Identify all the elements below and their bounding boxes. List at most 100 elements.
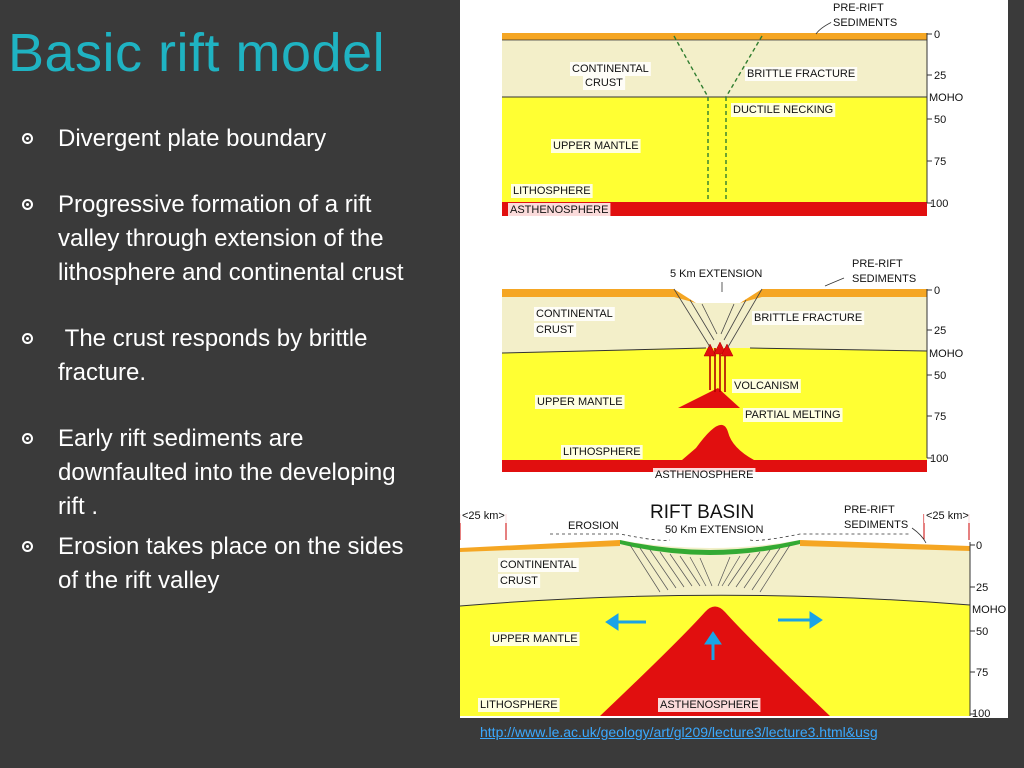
rift-model-diagram: PRE-RIFT SEDIMENTS CONTINENTAL CRUST BRI… <box>460 0 1008 718</box>
asthenosphere-layer <box>502 460 927 472</box>
label-box <box>534 323 577 337</box>
label-box <box>508 203 611 217</box>
panel-5km-extension: 5 Km EXTENSION PRE-RIFT SEDIMENTS CONTIN… <box>501 257 964 482</box>
label-continental: CONTINENTAL <box>536 308 613 320</box>
label-left-width: <25 km> <box>462 510 505 522</box>
bullet-text: Divergent plate boundary <box>58 125 327 152</box>
depth-scale <box>926 33 932 204</box>
label-brittle-fracture: BRITTLE FRACTURE <box>747 68 855 80</box>
tick-label: 75 <box>934 411 946 423</box>
bullet-list: Divergent plate boundary Progressive for… <box>14 122 414 630</box>
label-continental: CONTINENTAL <box>500 559 577 571</box>
label-box <box>566 519 621 533</box>
fault-lines <box>629 544 791 593</box>
asthenosphere-bulge <box>682 424 754 460</box>
label-box <box>732 379 801 393</box>
bullet-circle-icon <box>22 133 33 144</box>
label-box <box>534 307 615 321</box>
rift-sediment-fill <box>620 540 800 555</box>
label-lithosphere: LITHOSPHERE <box>480 699 558 711</box>
erosion-dashes <box>550 533 910 541</box>
label-box <box>658 698 761 712</box>
label-asthenosphere: ASTHENOSPHERE <box>655 469 753 481</box>
label-pre-rift: PRE-RIFT <box>852 258 903 270</box>
slide-title: Basic rift model <box>8 23 386 83</box>
bullet-text: The crust responds by brittle fracture. <box>58 325 375 386</box>
label-box <box>535 395 625 409</box>
pre-rift-sediment-right <box>800 540 970 551</box>
panel-initial: PRE-RIFT SEDIMENTS CONTINENTAL CRUST BRI… <box>502 1 964 217</box>
tick-label: 25 <box>976 582 988 594</box>
label-box <box>850 257 905 271</box>
pre-rift-sediment-layer <box>502 33 927 40</box>
bullet-circle-icon <box>22 433 33 444</box>
tick-label: 75 <box>976 667 988 679</box>
label-box <box>752 311 865 325</box>
bullet-text: Early rift sediments are downfaulted int… <box>58 425 396 520</box>
continental-crust-layer <box>460 540 970 606</box>
bullet-circle-icon <box>22 333 33 344</box>
label-crust: CRUST <box>585 77 623 89</box>
panel-rift-basin: <25 km> <25 km> RIFT BASIN 50 Km EXTENSI… <box>460 502 1007 718</box>
label-pre-rift: PRE-RIFT <box>833 2 884 14</box>
label-box <box>511 184 593 198</box>
tick-label: 75 <box>934 156 946 168</box>
label-asthenosphere: ASTHENOSPHERE <box>660 699 758 711</box>
label-box <box>653 468 756 482</box>
label-box <box>663 523 766 537</box>
bullet-item: Progressive formation of a rift valley t… <box>14 188 414 290</box>
label-right-width: <25 km> <box>926 510 969 522</box>
label-sediments: SEDIMENTS <box>844 519 908 531</box>
bullet-circle-icon <box>22 199 33 210</box>
bullet-item: Erosion takes place on the sides of the … <box>14 530 414 598</box>
label-box <box>583 76 626 90</box>
asthenosphere-dome <box>600 606 830 716</box>
label-box <box>498 574 541 588</box>
label-box <box>668 267 765 281</box>
label-extension: 50 Km EXTENSION <box>665 524 763 536</box>
label-rift-basin: RIFT BASIN <box>650 502 754 523</box>
tick-label: 100 <box>930 453 948 465</box>
label-box <box>561 445 643 459</box>
label-box <box>842 518 911 532</box>
label-box <box>924 509 971 523</box>
tick-label: 100 <box>972 708 990 718</box>
label-upper-mantle: UPPER MANTLE <box>537 396 623 408</box>
depth-scale <box>926 289 932 459</box>
continental-crust-layer <box>502 40 927 97</box>
label-box <box>478 698 560 712</box>
pre-rift-sediment-left <box>460 540 620 552</box>
label-sediments: SEDIMENTS <box>852 273 916 285</box>
extension-arrow-left-icon <box>605 613 646 631</box>
label-erosion: EROSION <box>568 520 619 532</box>
source-link[interactable]: http://www.le.ac.uk/geology/art/gl209/le… <box>480 724 878 740</box>
tick-label: 100 <box>930 198 948 210</box>
label-box <box>831 1 886 15</box>
label-crust: CRUST <box>536 324 574 336</box>
label-box <box>842 503 897 517</box>
fault-lines <box>673 35 763 202</box>
tick-label: 25 <box>934 70 946 82</box>
label-lithosphere: LITHOSPHERE <box>563 446 641 458</box>
label-crust: CRUST <box>500 575 538 587</box>
label-pre-rift: PRE-RIFT <box>844 504 895 516</box>
label-box <box>831 16 900 30</box>
label-box <box>745 67 858 81</box>
tick-label: 25 <box>934 325 946 337</box>
bullet-circle-icon <box>22 541 33 552</box>
depth-scale <box>969 542 975 716</box>
label-box <box>731 103 836 117</box>
label-box <box>460 509 507 523</box>
tick-label: MOHO <box>929 92 964 104</box>
label-brittle-fracture: BRITTLE FRACTURE <box>754 312 862 324</box>
pre-rift-sediment-layer <box>502 289 927 303</box>
label-ductile-necking: DUCTILE NECKING <box>733 104 833 116</box>
bullet-text: Erosion takes place on the sides of the … <box>58 533 404 594</box>
tick-label: 50 <box>934 370 946 382</box>
label-box <box>850 272 919 286</box>
label-box <box>498 558 579 572</box>
label-partial-melting: PARTIAL MELTING <box>745 409 841 421</box>
label-asthenosphere: ASTHENOSPHERE <box>510 204 608 216</box>
tick-label: 50 <box>976 626 988 638</box>
label-box <box>490 632 580 646</box>
